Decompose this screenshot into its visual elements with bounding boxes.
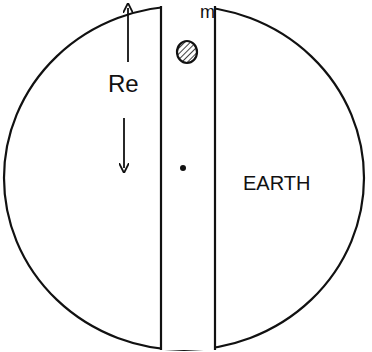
tunnel-wall: [160, 6, 162, 350]
radius-arrow: [123, 118, 125, 168]
radius-label: Re: [108, 72, 139, 96]
mass-label: m: [200, 3, 215, 21]
earth-label: EARTH: [243, 173, 310, 193]
center-dot: [180, 165, 186, 171]
tunnel-wall: [214, 6, 216, 350]
mass-ball: [177, 41, 197, 63]
radius-arrow: [127, 8, 129, 62]
